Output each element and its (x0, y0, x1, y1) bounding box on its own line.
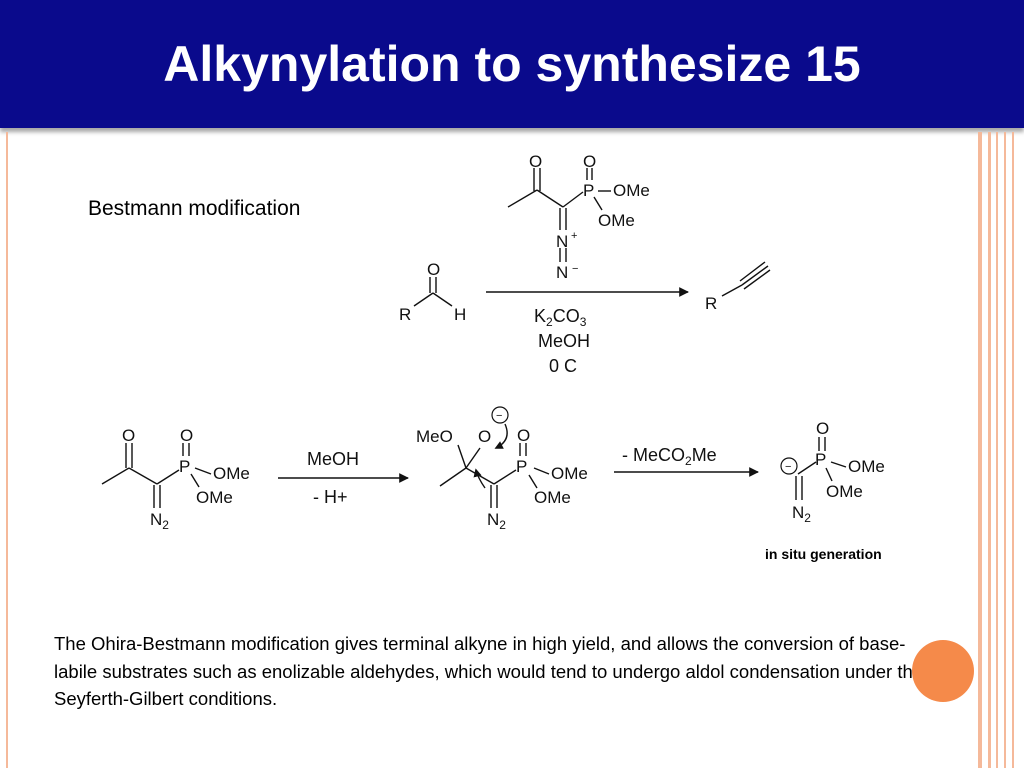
bond (457, 444, 467, 469)
atom-label: OMe (848, 457, 885, 476)
bond (194, 467, 212, 475)
reagent-structure: O O P OMe OMe N2 (101, 426, 250, 532)
atom-label: OMe (213, 464, 250, 483)
charge-label: − (572, 263, 578, 275)
atom-label: OMe (613, 181, 650, 200)
atom-label: N (556, 232, 568, 251)
bond (797, 461, 817, 475)
bond (739, 261, 766, 282)
bond (432, 292, 453, 307)
atom-label: OMe (534, 488, 571, 507)
terminal-alkyne: R (705, 261, 771, 313)
atom-label: OMe (551, 464, 588, 483)
accent-dot (912, 640, 974, 702)
frame-line-1 (978, 132, 982, 768)
charge-label: + (571, 230, 577, 242)
arrow2-top-label: - MeCO2Me (622, 445, 717, 468)
bestmann-ohira-reagent: O O P OMe OMe N + N − (507, 152, 650, 282)
bond (101, 467, 130, 485)
atom-label: N2 (792, 503, 811, 525)
description-paragraph: The Ohira-Bestmann modification gives te… (54, 633, 924, 709)
atom-label: R (705, 294, 717, 313)
bond (190, 473, 200, 488)
atom-label: O (180, 426, 193, 445)
atom-label: OMe (826, 482, 863, 501)
atom-label: N2 (150, 510, 169, 532)
atom-label: OMe (598, 211, 635, 230)
atom-label: O (529, 152, 542, 171)
bond (507, 189, 538, 208)
slide-title: Alkynylation to synthesize 15 (163, 36, 861, 92)
arrow1-top-label: MeOH (307, 449, 359, 469)
bond (721, 284, 743, 297)
atom-label: N2 (487, 510, 506, 532)
atom-label: P (815, 450, 826, 469)
atom-label: O (583, 152, 596, 171)
bond (743, 269, 771, 290)
bond (528, 474, 538, 489)
negative-charge-circle (780, 457, 798, 475)
bond (562, 191, 584, 208)
atom-label: H (454, 305, 466, 324)
atom-label: MeO (416, 427, 453, 446)
atom-label: P (516, 457, 527, 476)
product-anion-structure: − O P OMe OMe N2 (780, 419, 885, 525)
atom-label: P (179, 457, 190, 476)
bond (593, 196, 603, 211)
bond (128, 467, 158, 485)
intermediate-structure: − MeO O O P OMe OMe N2 (416, 406, 588, 532)
atom-label: O (816, 419, 829, 438)
bond (156, 469, 180, 485)
frame-line-left (6, 132, 8, 768)
bond (439, 467, 467, 487)
bond (536, 189, 564, 208)
atom-label: R (399, 305, 411, 324)
bond (493, 469, 517, 485)
condition-temperature: 0 C (549, 356, 577, 376)
atom-label: OMe (196, 488, 233, 507)
atom-label: O (427, 260, 440, 279)
bond (465, 447, 481, 469)
aldehyde: O R H (399, 260, 466, 324)
bond (741, 265, 769, 286)
in-situ-label: in situ generation (765, 546, 882, 562)
bond (413, 292, 434, 307)
bond (465, 467, 495, 485)
bond (830, 461, 847, 468)
atom-label: O (122, 426, 135, 445)
atom-label: O (478, 427, 491, 446)
charge-label: − (785, 461, 791, 473)
frame-line-3 (996, 132, 998, 768)
condition-solvent: MeOH (538, 331, 590, 351)
electron-arrow (494, 423, 508, 449)
electron-arrow (473, 468, 486, 489)
condition-base: K2CO3 (534, 306, 587, 329)
title-bar: Alkynylation to synthesize 15 (0, 0, 1024, 128)
frame-line-4 (1004, 132, 1006, 768)
bond (533, 467, 550, 475)
bond (825, 467, 833, 482)
bestmann-label: Bestmann modification (88, 197, 301, 220)
negative-charge-circle (491, 406, 509, 424)
frame-line-2 (988, 132, 991, 768)
atom-label: N (556, 263, 568, 282)
atom-label: P (583, 181, 594, 200)
charge-label: − (496, 410, 502, 422)
atom-label: O (517, 426, 530, 445)
arrow1-bottom-label: - H+ (313, 487, 348, 507)
frame-line-5 (1012, 132, 1014, 768)
